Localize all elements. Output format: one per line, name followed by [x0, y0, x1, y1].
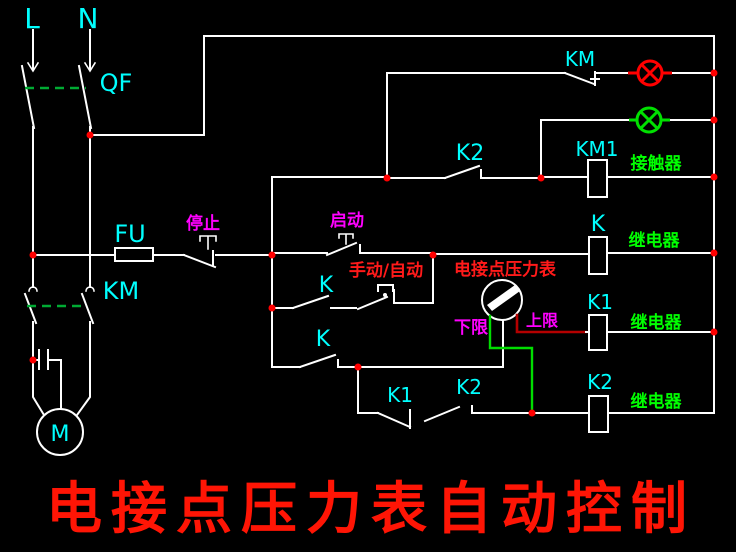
- incoming-lines: [32, 29, 91, 71]
- capacitor: [32, 349, 62, 410]
- capacitor-symbol: [32, 349, 62, 410]
- k1-coil-label: K1: [587, 290, 613, 314]
- relay-desc-k1: 继电器: [631, 312, 683, 333]
- qf-label: QF: [100, 69, 133, 97]
- km-main-label: KM: [103, 277, 139, 305]
- relay-desc-k: 继电器: [629, 230, 681, 251]
- gauge-needle-icon: [487, 285, 520, 311]
- stop-button: [182, 235, 273, 269]
- gauge-label: 电接点压力表: [454, 259, 557, 280]
- upper-limit-label: 上限: [526, 311, 559, 330]
- phase-n-label: N: [78, 2, 99, 35]
- k2-coil-label: K2: [587, 370, 613, 394]
- k-coil-body: [588, 236, 608, 275]
- qf-blades: [20, 64, 93, 130]
- stop-actuator: [199, 235, 217, 250]
- motor-feed-lines: [32, 321, 91, 417]
- k-contact-mid-rung: [271, 294, 357, 310]
- junction-dots: [29, 69, 718, 417]
- power-feed-wires: [26, 29, 97, 73]
- fu-label: FU: [114, 220, 145, 248]
- km-aux-contact-rung: [386, 59, 715, 179]
- upper-limit-wire: [515, 313, 588, 334]
- phase-mid-lines: [32, 126, 91, 288]
- k2-contact-top-label: K2: [456, 141, 484, 166]
- motor: M: [36, 408, 84, 456]
- start-contact: [271, 241, 434, 257]
- k2-contact-strokes: [271, 164, 542, 180]
- fuse-body: [114, 247, 154, 262]
- k-contact-mid-label: K: [319, 273, 334, 298]
- km-main-contacts: [23, 286, 95, 325]
- km1-coil-rung: [540, 159, 715, 198]
- relay-desc-k2: 继电器: [631, 391, 683, 412]
- km-aux-label: KM: [565, 47, 595, 71]
- k1-coil-body: [588, 314, 608, 351]
- selector-strokes: [356, 254, 434, 311]
- diagram-title: 电接点压力表自动控制: [46, 477, 696, 542]
- stop-contact: [182, 250, 273, 269]
- k1-coil-rung: [585, 314, 715, 351]
- stop-label: 停止: [186, 213, 220, 234]
- gauge-dial: [481, 279, 523, 321]
- arrow-heads: [26, 61, 97, 73]
- motor-circle: [36, 408, 84, 456]
- green-lamp-wires: [540, 119, 715, 178]
- mode-switch-label: 手动/自动: [349, 260, 423, 281]
- start-label: 启动: [330, 210, 364, 231]
- contactor-desc-label: 接触器: [631, 153, 683, 174]
- control-supply-loop-and-right-rail: [89, 35, 715, 414]
- km1-coil-body: [587, 159, 608, 198]
- km-contact-hooks: [28, 286, 95, 292]
- phase-l-label: L: [24, 2, 40, 35]
- selector-pivot: [383, 293, 387, 297]
- km-aux-wires: [386, 71, 715, 179]
- motor-label: M: [51, 422, 70, 447]
- k-coil-wires: [432, 252, 715, 255]
- red-lamp-icon: [636, 59, 664, 87]
- start-actuator: [338, 233, 354, 245]
- mode-selector-switch: [356, 254, 434, 311]
- fuse: [32, 247, 185, 262]
- k-contact-mid-strokes: [271, 294, 357, 310]
- lower-limit-label: 下限: [454, 318, 488, 338]
- qf-breaker: [20, 64, 93, 130]
- k1-contact-label: K1: [387, 383, 413, 407]
- km-contact-blades: [23, 292, 95, 325]
- k-coil-label: K: [591, 212, 606, 237]
- k2-contact-low-label: K2: [456, 375, 482, 399]
- k2-coil-body: [588, 395, 609, 433]
- k-coil-rung: [432, 236, 715, 275]
- k-contact-low-strokes: [271, 319, 504, 369]
- green-lamp-icon: [635, 106, 663, 134]
- k-contact-low-rung: [271, 319, 504, 369]
- start-button: [271, 233, 434, 257]
- green-lamp-rung: [540, 106, 715, 178]
- k2-contact-top: [271, 164, 542, 180]
- km1-coil-label: KM1: [575, 137, 618, 161]
- pressure-gauge: [481, 279, 523, 321]
- k-contact-low-label: K: [316, 327, 331, 352]
- lower-limit-wire: [488, 314, 534, 414]
